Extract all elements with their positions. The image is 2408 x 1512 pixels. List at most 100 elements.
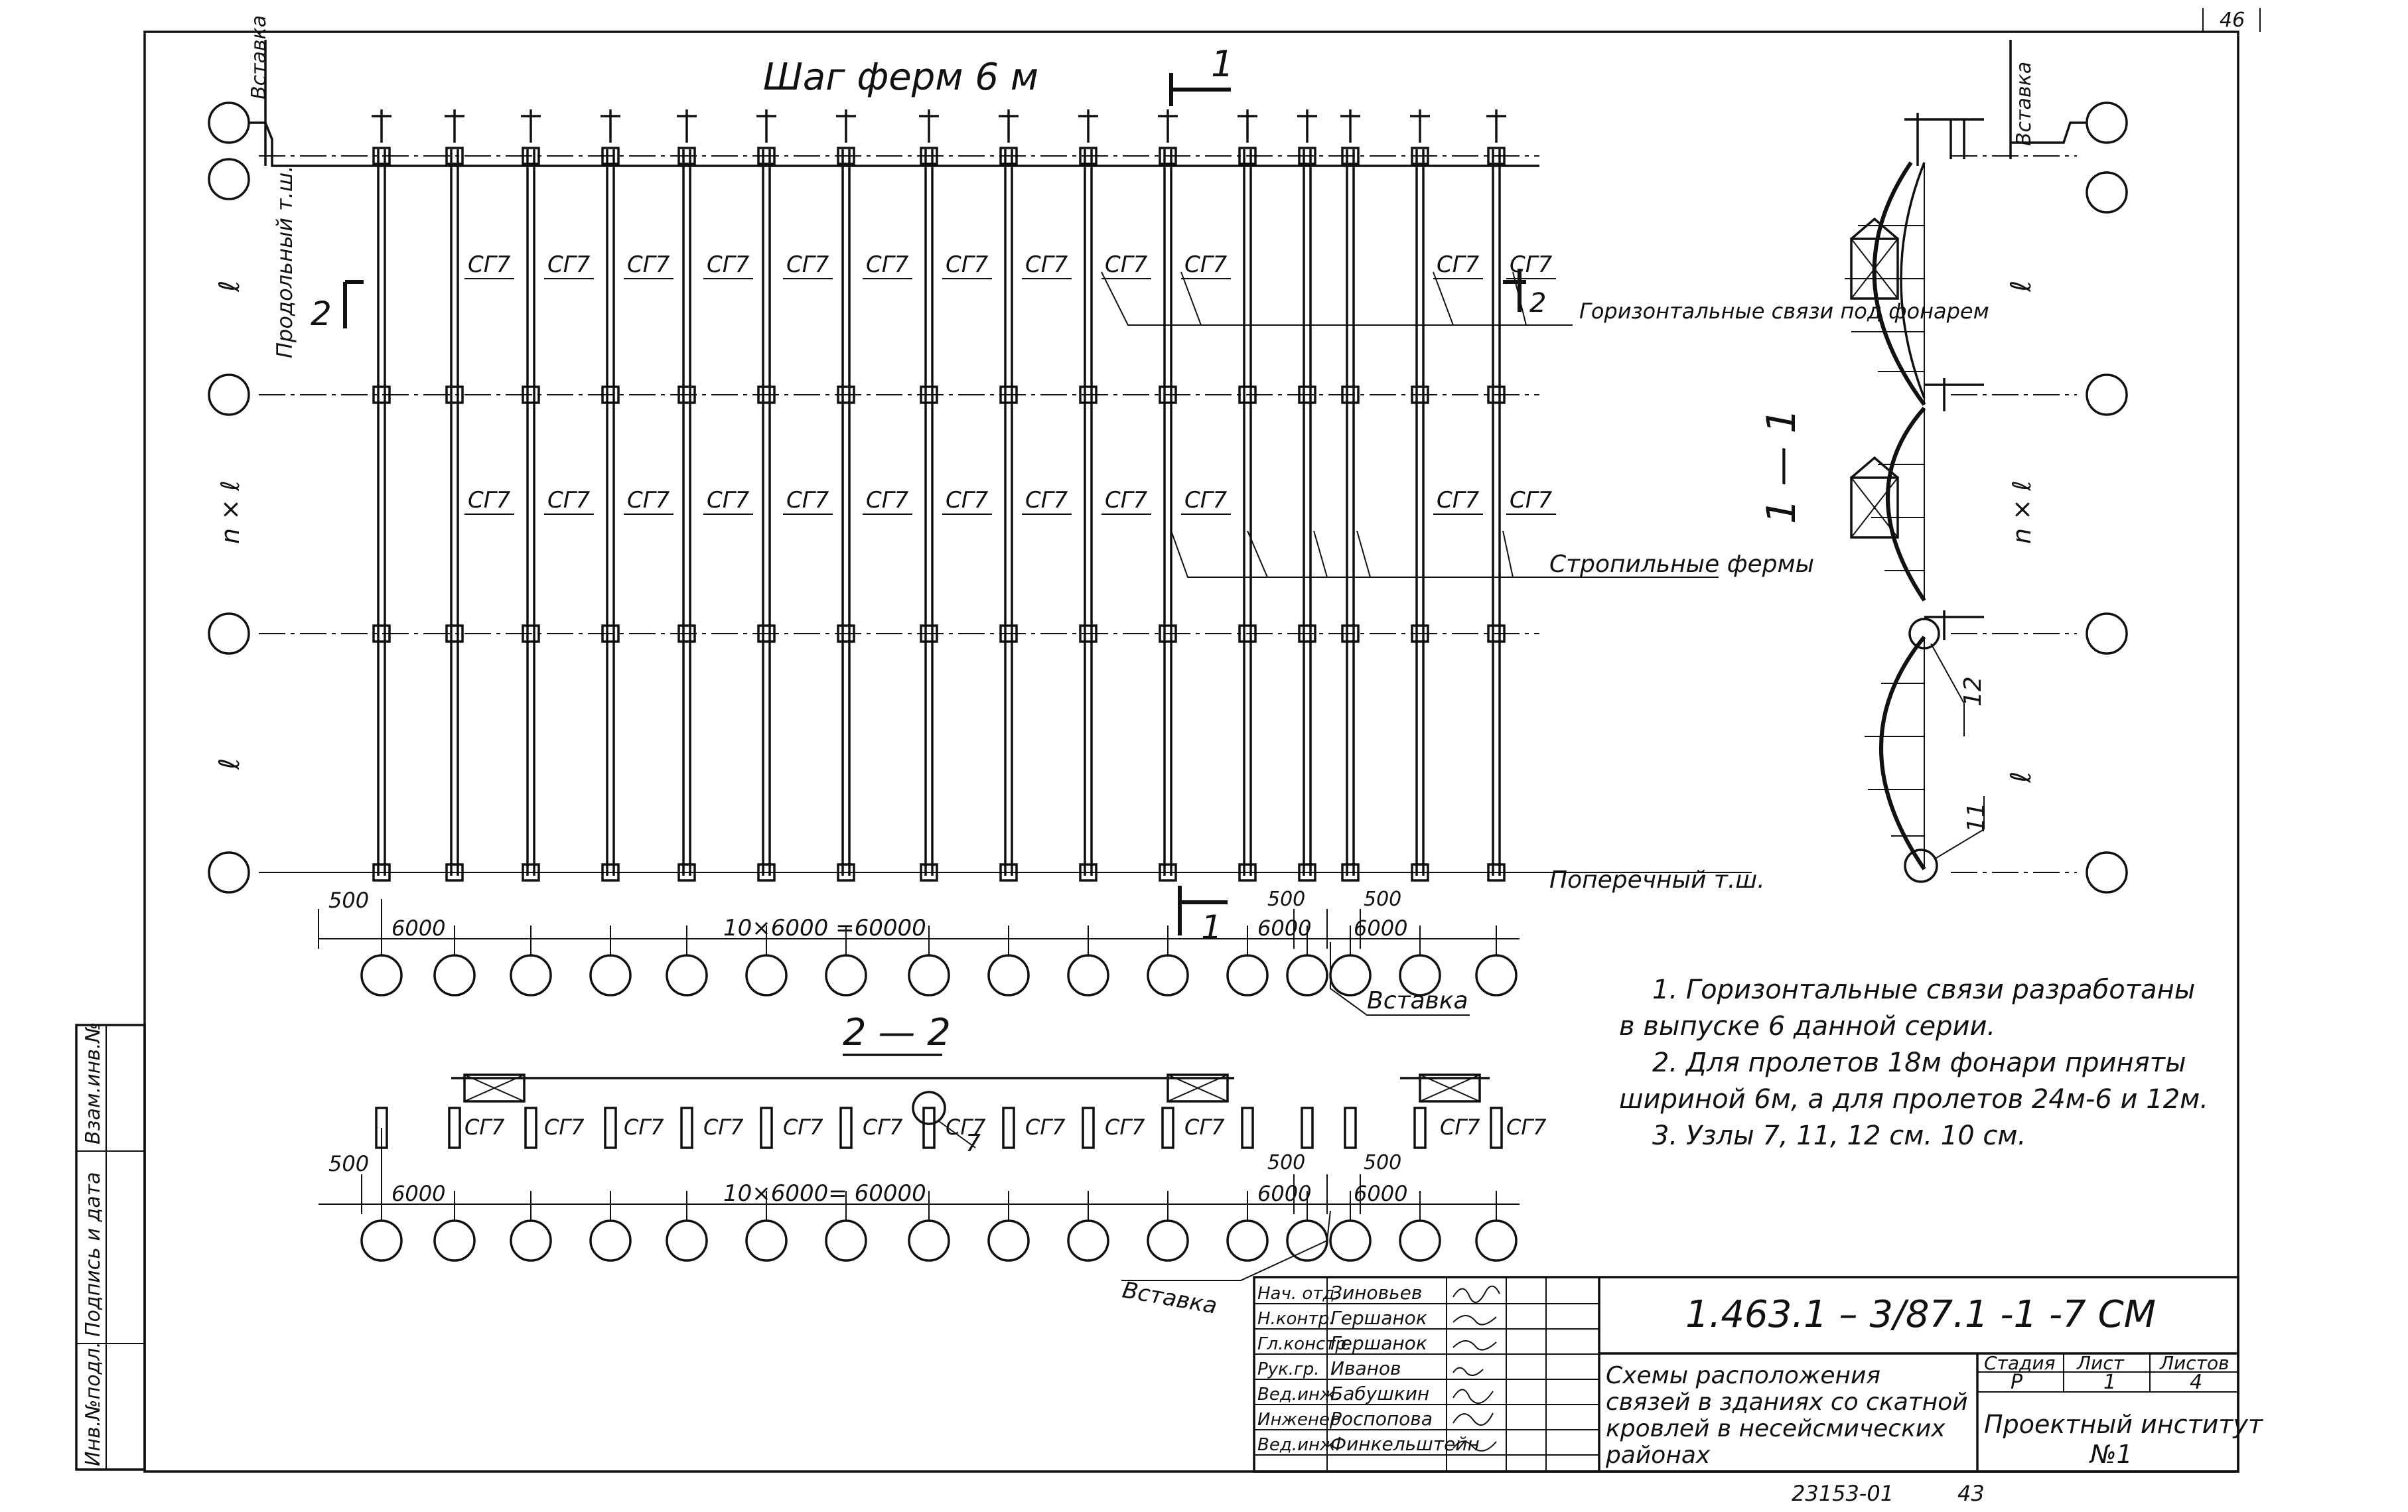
truss-column	[1297, 109, 1317, 882]
transverse-joint-label: Поперечный т.ш.	[1549, 866, 1765, 894]
section-mark-2-left: 2	[311, 295, 332, 333]
section22-lanterns	[463, 1073, 1481, 1103]
truss-column	[445, 109, 464, 882]
truss-post	[1082, 1107, 1095, 1149]
plan-dim-span-right: 6000	[1354, 916, 1407, 941]
truss-post	[604, 1107, 617, 1149]
section22-brace-label: СГ7	[946, 1115, 986, 1140]
section22-dim-joint-left: 500	[1267, 1151, 1305, 1174]
staff-role-6: Инженер	[1257, 1410, 1340, 1430]
axis-bubble	[360, 954, 403, 997]
axis-bubble	[1147, 954, 1189, 997]
stage-header: Стадия	[1984, 1352, 2055, 1374]
axis-bubble	[1067, 954, 1109, 997]
truss-post	[1241, 1107, 1254, 1149]
axis-bubble	[510, 954, 552, 997]
truss-post	[448, 1107, 461, 1149]
axis-bubble	[908, 954, 950, 997]
truss-column	[677, 109, 697, 882]
axis-bubble	[987, 1219, 1030, 1262]
section22-brace-label: СГ7	[1105, 1115, 1145, 1140]
description-line-3: кровлей в несейсмических	[1606, 1415, 1946, 1442]
row-axis-bubbles	[208, 102, 250, 894]
callout-truss: Стропильные фермы	[1549, 551, 1814, 578]
section11-row-dim-1: ℓ	[2005, 281, 2037, 293]
staff-name-6: Роспопова	[1330, 1408, 1433, 1430]
truss-post	[1490, 1107, 1503, 1149]
truss-post	[922, 1107, 936, 1149]
section22-brace-label: СГ7	[1440, 1115, 1480, 1140]
axis-bubble	[745, 954, 788, 997]
section11-trusses	[1845, 113, 1984, 883]
section22-brace-label: СГ7	[544, 1115, 585, 1140]
brace-label: СГ7	[946, 251, 989, 278]
section22-dim-left-offset: 500	[328, 1151, 369, 1176]
callout-brace-line1: Горизонтальные связи под фонарем	[1579, 299, 1989, 324]
side-stamp: Взам.инв.№ Подпись и дата Инв.№подл.	[75, 1022, 146, 1471]
brace-label: СГ7	[866, 251, 909, 278]
brace-label: СГ7	[1510, 487, 1553, 514]
truss-column	[1486, 109, 1506, 882]
truss-columns	[372, 109, 1506, 882]
axis-bubble	[1329, 954, 1372, 997]
axis-bubble	[1329, 1219, 1372, 1262]
plan-dim-first-span: 6000	[391, 916, 445, 941]
brace-label: СГ7	[468, 487, 511, 514]
plan-title: Шаг ферм 6 м	[763, 56, 1038, 99]
truss-post	[524, 1107, 537, 1149]
truss-column	[1410, 109, 1430, 882]
truss-column	[756, 109, 776, 882]
brace-label: СГ7	[547, 251, 591, 278]
axis-bubble	[666, 954, 708, 997]
sheet-number: 46	[2220, 9, 2245, 32]
note-line-4: шириной 6м, а для пролетов 24м-6 и 12м.	[1619, 1084, 2208, 1115]
axis-bubble	[825, 954, 867, 997]
brace-label: СГ7	[1105, 487, 1148, 514]
truss-column	[1158, 109, 1178, 882]
brace-label: СГ7	[1510, 251, 1553, 278]
axis-bubble	[1226, 954, 1269, 997]
staff-role-2: Н.контр.	[1257, 1309, 1334, 1329]
section22-brace-label: СГ7	[863, 1115, 903, 1140]
truss-column	[919, 109, 939, 882]
row-dim-2: n × ℓ	[216, 480, 245, 544]
staff-name-1: Зиновьев	[1330, 1282, 1422, 1304]
axis-bubble	[433, 954, 476, 997]
sheets-value: 4	[2190, 1371, 2202, 1394]
section22-title: 2 — 2	[843, 1011, 951, 1054]
brace-label: СГ7	[866, 487, 909, 514]
stage-value: Р	[2011, 1371, 2023, 1394]
axis-bubble	[825, 1219, 867, 1262]
truss-post	[1301, 1107, 1314, 1149]
truss-post	[1413, 1107, 1427, 1149]
title-block: Нач. отд. Зиновьев Н.контр. Гершанок Гл.…	[1253, 1276, 2264, 1473]
truss-column	[836, 109, 856, 882]
brace-label: СГ7	[547, 487, 591, 514]
general-notes: 1. Горизонтальные связи разработаны в вы…	[1619, 975, 2208, 1151]
row-dim-1: ℓ	[213, 281, 246, 293]
brace-label: СГ7	[1437, 487, 1480, 514]
archive-number: 23153-01	[1792, 1481, 1894, 1506]
section11-title: 1 — 1	[1758, 409, 1805, 525]
section-1-1: Вставка	[1758, 40, 2128, 894]
axis-bubble	[510, 1219, 552, 1262]
note-line-1: 1. Горизонтальные связи разработаны	[1652, 975, 2195, 1005]
axis-bubble	[1399, 954, 1441, 997]
section11-insert-label: Вставка	[2013, 62, 2036, 146]
section22-dim-span-left: 6000	[1257, 1181, 1311, 1206]
section22-node-7: 7	[965, 1130, 981, 1157]
staff-name-4: Иванов	[1330, 1357, 1401, 1379]
axis-bubble	[1475, 954, 1518, 997]
plan-dim-span-left: 6000	[1257, 916, 1311, 941]
staff-name-3: Гершанок	[1330, 1332, 1427, 1354]
brace-label: СГ7	[1025, 487, 1068, 514]
brace-label: СГ7	[627, 487, 670, 514]
sheet-header: Лист	[2076, 1352, 2125, 1374]
axis-bubble	[1286, 1219, 1328, 1262]
axis-bubble	[589, 1219, 632, 1262]
section22-insert-label: Вставка	[1120, 1276, 1219, 1319]
note-line-3: 2. Для пролетов 18м фонари приняты	[1652, 1048, 2186, 1078]
